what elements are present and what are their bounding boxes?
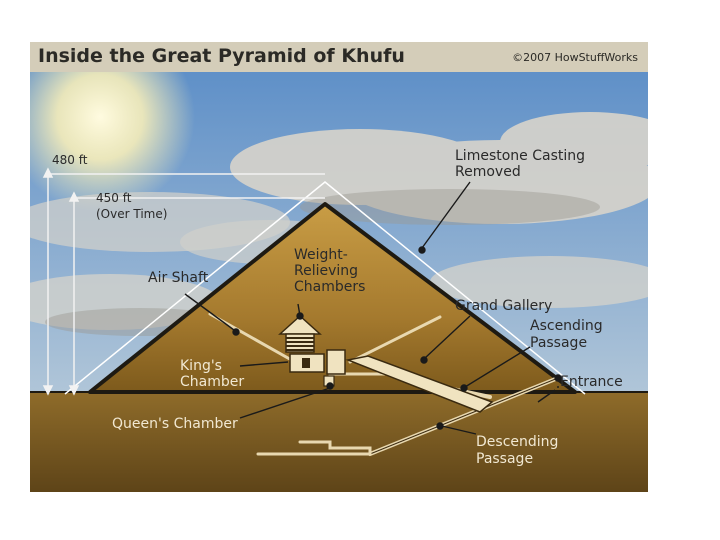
title-bar: Inside the Great Pyramid of Khufu ©2007 … [30,42,648,72]
height-markers [42,167,325,396]
queens-chamber-label: Queen's Chamber [112,416,238,432]
antechamber [326,349,346,375]
pyramid-diagram: Inside the Great Pyramid of Khufu ©2007 … [30,42,648,492]
descending-passage-label-line1: Descending [476,434,558,450]
height-current-label: 450 ft [96,191,132,205]
subterranean-chamber [256,440,372,456]
descending-passage-label-line2: Passage [476,451,533,467]
copyright-notice: ©2007 HowStuffWorks [512,51,638,64]
height-original-label: 480 ft [52,153,88,167]
weight-relieving-label-line2: Relieving [294,263,358,279]
ground [30,392,648,492]
clouds [30,112,648,330]
limestone-label-line2: Removed [455,164,521,180]
pyramid-body [88,202,577,394]
kings-chamber-label-line2: Chamber [180,374,244,390]
air-shaft-south [348,315,442,364]
sun [30,72,195,212]
weight-relieving-label-line1: Weight- [294,247,348,263]
weight-relieving-chambers [278,314,322,353]
kings-chamber-label-line1: King's [180,358,222,374]
original-casing-outline [64,181,586,395]
leader-lines [184,181,562,435]
ascending-passage-label-line1: Ascending [530,318,603,334]
air-shaft-label: Air Shaft [148,270,209,286]
diagram-title: Inside the Great Pyramid of Khufu [38,45,405,67]
pyramid-cross-section: 480 ft 450 ft (Over Time) Limestone Cast… [30,72,648,492]
limestone-label-line1: Limestone Casting [455,148,585,164]
height-current-note: (Over Time) [96,207,167,221]
grand-gallery [345,355,494,413]
weight-relieving-label-line3: Chambers [294,279,365,295]
grand-gallery-label: Grand Gallery [455,298,552,314]
ascending-passage-label-line2: Passage [530,335,587,351]
entrance-label: Entrance [560,374,623,390]
